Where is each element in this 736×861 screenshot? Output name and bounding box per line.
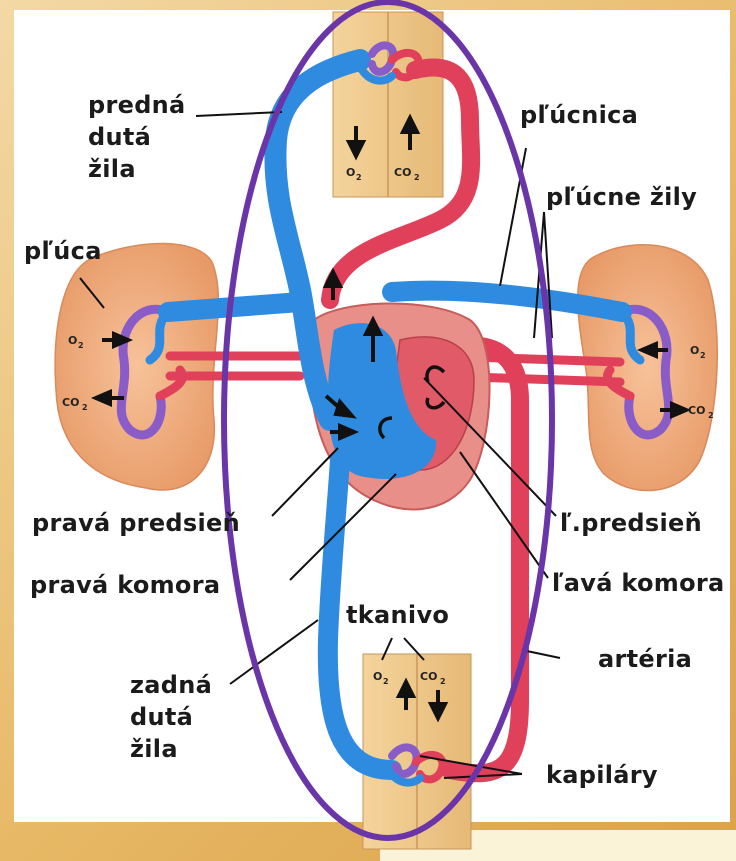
gas-co2-left-lung: CO: [62, 396, 79, 409]
label-arteria: artéria: [598, 644, 692, 675]
label-predna-1: predná: [88, 90, 186, 121]
label-predna-3: žila: [88, 154, 136, 185]
gas-o2-left-lung: O: [68, 334, 77, 347]
gas-sub-left-2: 2: [82, 403, 88, 412]
label-prava-komora: pravá komora: [30, 570, 220, 601]
gas-co2-lower: CO: [420, 670, 437, 683]
label-zadna-3: žila: [130, 734, 178, 765]
gas-o2-lower: O: [373, 670, 382, 683]
label-pluca: pľúca: [24, 236, 102, 267]
gas-o2-upper: O: [346, 166, 355, 179]
label-lava-predsien: ľ.predsieň: [560, 508, 702, 539]
label-plucne-zily: pľúcne žily: [546, 182, 697, 213]
gas-sub-left-1: 2: [78, 341, 84, 350]
gas-o2-right-lung: O: [690, 344, 699, 357]
label-lava-komora: ľavá komora: [552, 568, 725, 599]
label-zadna-2: dutá: [130, 702, 193, 733]
label-kapilary: kapiláry: [546, 760, 658, 791]
right-lung: [578, 245, 718, 491]
gas-sub-lower-1: 2: [383, 677, 389, 686]
left-lung: [55, 243, 218, 490]
gas-co2-upper: CO: [394, 166, 411, 179]
gas-sub-right-2: 2: [708, 411, 714, 420]
gas-sub-upper-1: 2: [356, 173, 362, 182]
label-prava-predsien: pravá predsieň: [32, 508, 240, 539]
label-zadna-1: zadná: [130, 670, 212, 701]
label-plucnica: pľúcnica: [520, 100, 638, 131]
label-tkanivo: tkanivo: [346, 600, 449, 631]
gas-sub-right-1: 2: [700, 351, 706, 360]
gas-sub-lower-2: 2: [440, 677, 446, 686]
gas-sub-upper-2: 2: [414, 173, 420, 182]
gas-co2-right-lung: CO: [688, 404, 705, 417]
label-predna-2: dutá: [88, 122, 151, 153]
